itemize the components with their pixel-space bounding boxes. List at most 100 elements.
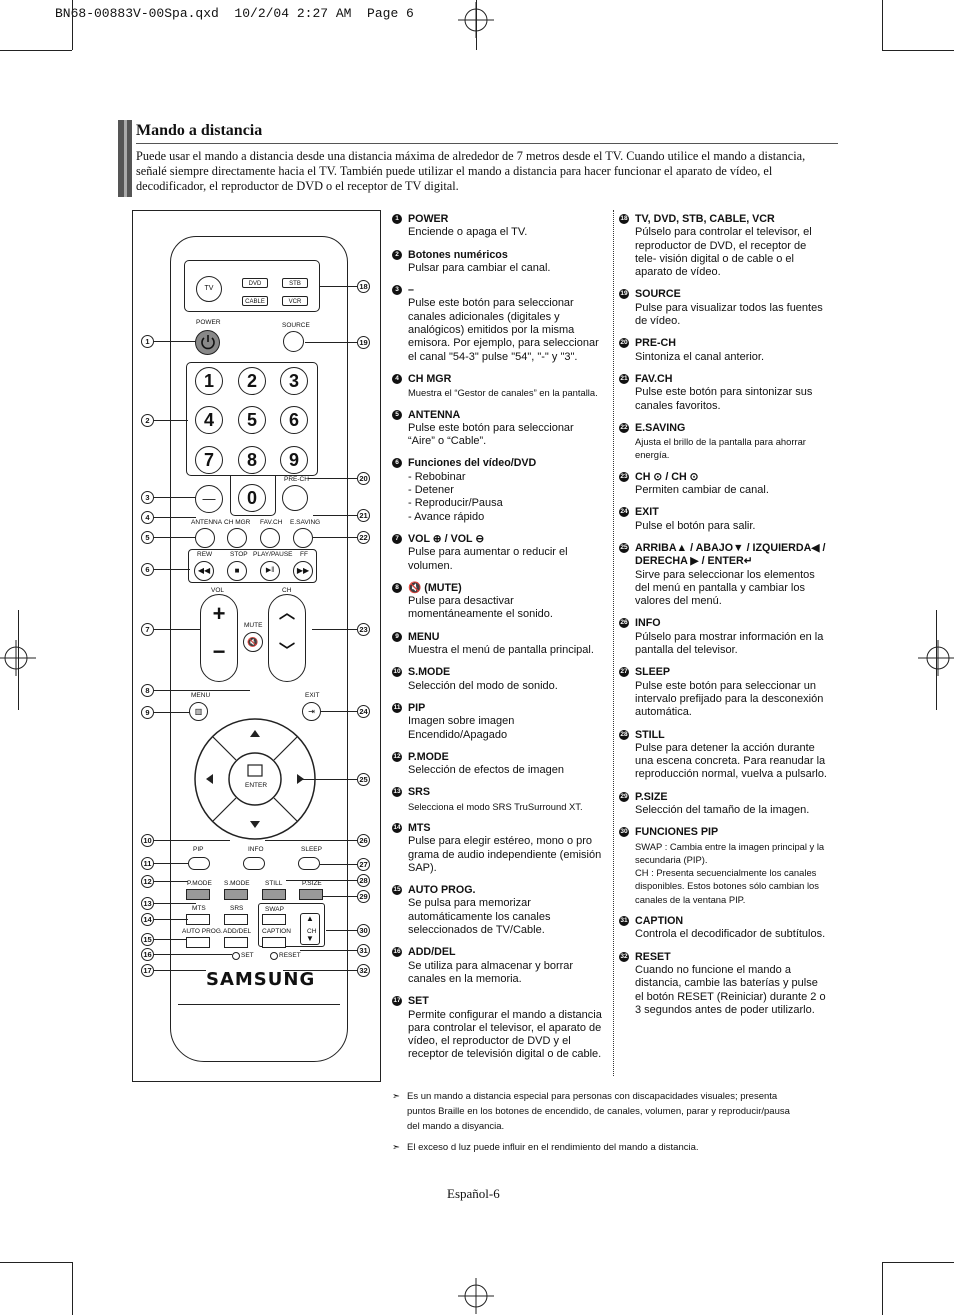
mute-button[interactable]: 🔇: [243, 632, 263, 652]
still-label: STILL: [265, 880, 283, 887]
still-button[interactable]: [262, 889, 286, 900]
item-title: FUNCIONES PIP: [635, 826, 719, 839]
vol-rocker[interactable]: + −: [200, 594, 238, 682]
antenna-button[interactable]: [195, 528, 215, 548]
pip-ch-label: CH: [307, 928, 317, 935]
callout-leader-line: [265, 840, 357, 841]
stb-button[interactable]: STB: [282, 278, 308, 288]
num-9-button[interactable]: 9: [280, 446, 308, 474]
mts-button[interactable]: [186, 914, 210, 925]
autoprog-button[interactable]: [186, 937, 210, 948]
set-button[interactable]: [232, 952, 240, 960]
stop-button[interactable]: ■: [227, 561, 247, 581]
cable-button[interactable]: CABLE: [242, 296, 268, 306]
callout-leader-line: [326, 930, 357, 931]
callout-leader-line: [313, 537, 357, 538]
prech-button[interactable]: [282, 485, 308, 511]
item-description: Permiten cambiar de canal.: [635, 484, 769, 497]
description-item: 3–Pulse este botón para seleccionar cana…: [392, 284, 602, 364]
playpause-button[interactable]: ▶‖: [260, 561, 280, 581]
stop-icon: ■: [234, 566, 240, 575]
item-description: Pulse para detener la acción durante una…: [635, 741, 827, 781]
pip-button[interactable]: [188, 857, 210, 870]
caption-button[interactable]: [262, 937, 286, 948]
swap-button[interactable]: [262, 914, 286, 925]
num-0-button[interactable]: 0: [238, 484, 266, 512]
item-description: Pulse para elegir estéreo, mono o pro gr…: [408, 835, 602, 874]
arrow-icon: ➣: [392, 1142, 400, 1153]
callout-badge: 23: [357, 623, 370, 636]
tv-button[interactable]: TV: [196, 276, 222, 302]
num-3-button[interactable]: 3: [280, 367, 308, 395]
source-label: SOURCE: [282, 322, 310, 329]
fast-forward-icon: ▶▶: [296, 566, 310, 575]
zero-key-frame: [230, 476, 276, 516]
item-number-badge: 10: [392, 667, 402, 678]
info-button[interactable]: [243, 857, 265, 870]
chevron-up-icon: ▲: [306, 914, 314, 923]
callout-badge: 12: [141, 875, 154, 888]
callout-badge: 32: [357, 964, 370, 977]
callout-badge: 21: [357, 509, 370, 522]
psize-button[interactable]: [299, 889, 323, 900]
item-title: E.SAVING: [635, 421, 686, 434]
caption-label: CAPTION: [262, 928, 291, 935]
item-description: Controla el decodificador de subtítulos.: [635, 928, 826, 941]
pip-ch-rocker[interactable]: ▲▼: [300, 913, 320, 945]
callout-leader-line: [154, 954, 232, 955]
callout-badge: 6: [141, 563, 154, 576]
samsung-logo: SAMSUNG: [206, 969, 316, 990]
num-4-button[interactable]: 4: [195, 406, 223, 434]
item-title: TV, DVD, STB, CABLE, VCR: [635, 213, 775, 225]
chmgr-button[interactable]: [227, 528, 247, 548]
sleep-button[interactable]: [298, 857, 320, 870]
reset-button[interactable]: [270, 952, 278, 960]
favch-button[interactable]: [260, 528, 280, 548]
item-description: Selección del tamaño de la imagen.: [635, 803, 810, 816]
esaving-button[interactable]: [293, 528, 313, 548]
dvd-button[interactable]: DVD: [242, 278, 268, 288]
item-number-badge: 27: [619, 667, 629, 678]
num-2-button[interactable]: 2: [238, 367, 266, 395]
ff-button[interactable]: ▶▶: [293, 561, 313, 581]
vcr-button[interactable]: VCR: [282, 296, 308, 306]
num-6-button[interactable]: 6: [280, 406, 308, 434]
exit-label: EXIT: [305, 692, 320, 699]
callout-leader-line: [286, 880, 357, 881]
rew-button[interactable]: ◀◀: [194, 561, 214, 581]
num-1-button[interactable]: 1: [195, 367, 223, 395]
ch-rocker[interactable]: ︿ ﹀: [268, 594, 306, 682]
favch-label: FAV.CH: [260, 519, 283, 526]
adddel-button[interactable]: [224, 937, 248, 948]
registration-mark-bottom: [458, 1278, 494, 1314]
num-8-button[interactable]: 8: [238, 446, 266, 474]
item-number-badge: 32: [619, 951, 629, 962]
callout-badge: 28: [357, 874, 370, 887]
dash-button[interactable]: —: [195, 485, 223, 513]
power-button[interactable]: [195, 330, 220, 355]
item-description: Cuando no funcione el mando a distancia,…: [635, 963, 826, 1016]
item-number-badge: 26: [619, 618, 629, 629]
callout-leader-line: [154, 517, 196, 518]
num-7-button[interactable]: 7: [195, 446, 223, 474]
item-description: Púlselo para controlar el televisor, el …: [635, 226, 812, 279]
numpad: [186, 362, 318, 476]
source-button[interactable]: [283, 331, 304, 352]
smode-button[interactable]: [224, 889, 248, 900]
srs-button[interactable]: [224, 914, 248, 925]
callout-leader-line: [320, 286, 357, 287]
srs-label: SRS: [230, 905, 244, 912]
pmode-button[interactable]: [186, 889, 210, 900]
vol-label: VOL: [211, 587, 225, 594]
callout-badge: 24: [357, 705, 370, 718]
menu-button[interactable]: ▥: [189, 702, 208, 721]
num-5-button[interactable]: 5: [238, 406, 266, 434]
callout-badge: 29: [357, 890, 370, 903]
callout-leader-line: [305, 342, 357, 343]
navigation-pad[interactable]: [192, 716, 318, 842]
item-title: P.MODE: [408, 750, 449, 763]
exit-button[interactable]: ⇥: [302, 702, 321, 721]
